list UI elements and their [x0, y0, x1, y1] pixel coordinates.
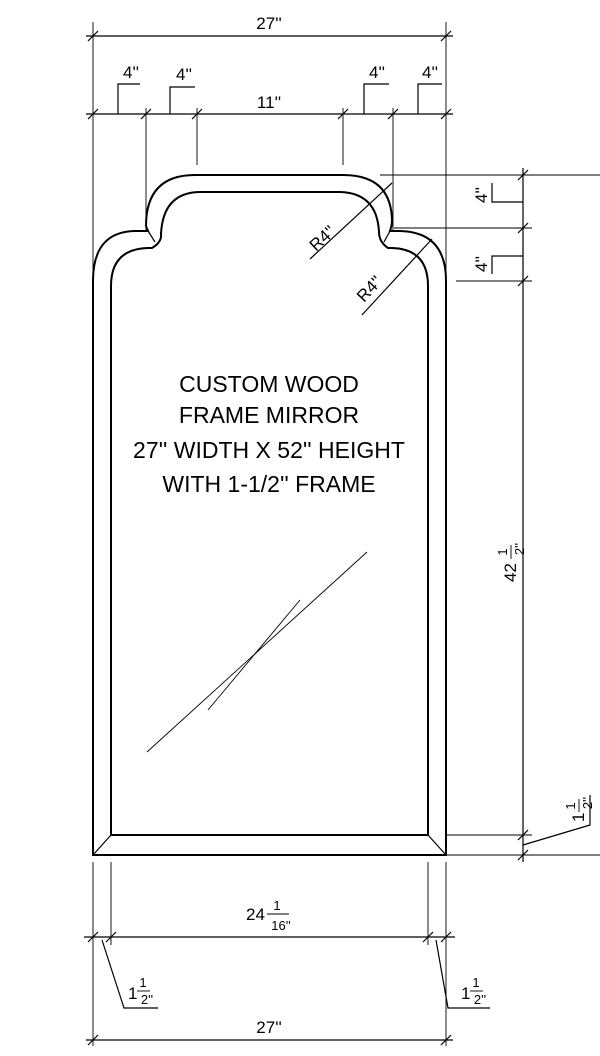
- frame-bl-whole: 1: [128, 984, 137, 1003]
- dim-top-segments: 11'' 4'' 4'' 4'' 4'': [86, 63, 453, 232]
- bottom-width-label: 27'': [256, 1018, 281, 1037]
- dim-top-width: 27'': [86, 14, 453, 845]
- inner-width-num: 1: [273, 898, 280, 913]
- frame-br-num: 1: [472, 975, 479, 990]
- shoulder-right-2-label: 4'': [422, 63, 438, 82]
- bevel-notch-left: [147, 230, 156, 243]
- inner-width-label: 24 1 16'': [246, 898, 291, 933]
- frame-br-label: 1 1 2'': [461, 975, 486, 1007]
- shoulder-left-1-label: 4'': [123, 63, 139, 82]
- right-rise-1-label: 4'': [472, 187, 491, 203]
- frame-right-label: 1 1 2'': [563, 797, 595, 822]
- frame-bl-label: 1 1 2'': [128, 975, 153, 1007]
- note-line-4: WITH 1-1/2'' FRAME: [162, 471, 375, 497]
- dim-bottom-width: 27'': [86, 862, 453, 1046]
- inner-width-whole: 24: [246, 905, 265, 924]
- radius-1-label: R4'': [306, 222, 340, 255]
- shoulder-right-1-label: 4'': [369, 63, 385, 82]
- shoulder-left-2-label: 4'': [176, 65, 192, 84]
- radius-2-label: R4'': [353, 272, 386, 306]
- top-width-label: 27'': [256, 14, 281, 33]
- frame-inner-outline: [110, 191, 429, 836]
- inner-width-den: 16'': [271, 918, 290, 933]
- radius-callout-2: R4'': [353, 238, 433, 316]
- top-span-label: 11'': [257, 93, 281, 112]
- bevel-notch-right: [383, 230, 391, 243]
- frame-bl-num: 1: [139, 975, 146, 990]
- note-line-2: FRAME MIRROR: [179, 402, 359, 428]
- bevel-bottom-left: [92, 834, 112, 856]
- frame-br-den: 2'': [474, 992, 486, 1007]
- drawing-note: CUSTOM WOOD FRAME MIRROR 27'' WIDTH X 52…: [133, 371, 405, 497]
- glass-reflection-short: [207, 599, 301, 711]
- note-line-1: CUSTOM WOOD: [179, 371, 359, 397]
- frame-bl-den: 2'': [141, 992, 153, 1007]
- height-num: 1: [495, 548, 510, 555]
- dim-right-side: 4'' 4'' 42 1 2'' 1 1 2'': [380, 168, 600, 862]
- dim-inner-width: 24 1 16'' 1 1 2'' 1 1 2'': [84, 862, 490, 1009]
- frame-outer-outline: [92, 174, 447, 856]
- height-whole: 42: [501, 563, 520, 582]
- bevel-bottom-right: [427, 834, 447, 856]
- frame-right-whole: 1: [569, 813, 588, 822]
- height-den: 2'': [512, 543, 527, 555]
- note-line-3: 27'' WIDTH X 52'' HEIGHT: [133, 437, 405, 463]
- radius-callout-1: R4'': [306, 182, 393, 260]
- frame-br-whole: 1: [461, 984, 470, 1003]
- frame-right-den: 2'': [580, 797, 595, 809]
- right-rise-2-label: 4'': [472, 256, 491, 272]
- frame-right-num: 1: [563, 802, 578, 809]
- height-label: 42 1 2'': [495, 543, 527, 582]
